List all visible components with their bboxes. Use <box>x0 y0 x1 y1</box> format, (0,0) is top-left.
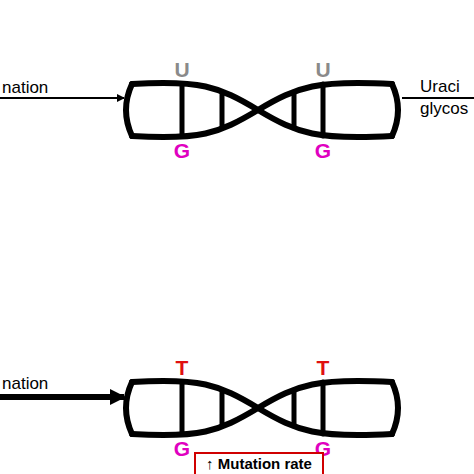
glycosylase-arrow <box>402 97 474 99</box>
deamination-arrow <box>0 97 124 99</box>
result-text: ↑ Mutation rate <box>196 454 322 473</box>
deamination-arrow <box>0 394 124 400</box>
dna-helix <box>126 381 398 435</box>
base-letter: T <box>317 356 330 380</box>
process-label: nation <box>2 78 48 98</box>
base-letter: G <box>315 139 331 163</box>
enzyme-label: Uraci glycos <box>420 76 474 120</box>
base-letter: G <box>174 437 190 461</box>
base-letter: G <box>174 139 190 163</box>
result-box: ↑ Mutation rate <box>194 452 324 474</box>
base-letter: U <box>315 58 330 82</box>
base-letter: U <box>174 58 189 82</box>
dna-helix <box>126 83 398 137</box>
base-letter: T <box>176 356 189 380</box>
process-label: nation <box>2 374 48 394</box>
